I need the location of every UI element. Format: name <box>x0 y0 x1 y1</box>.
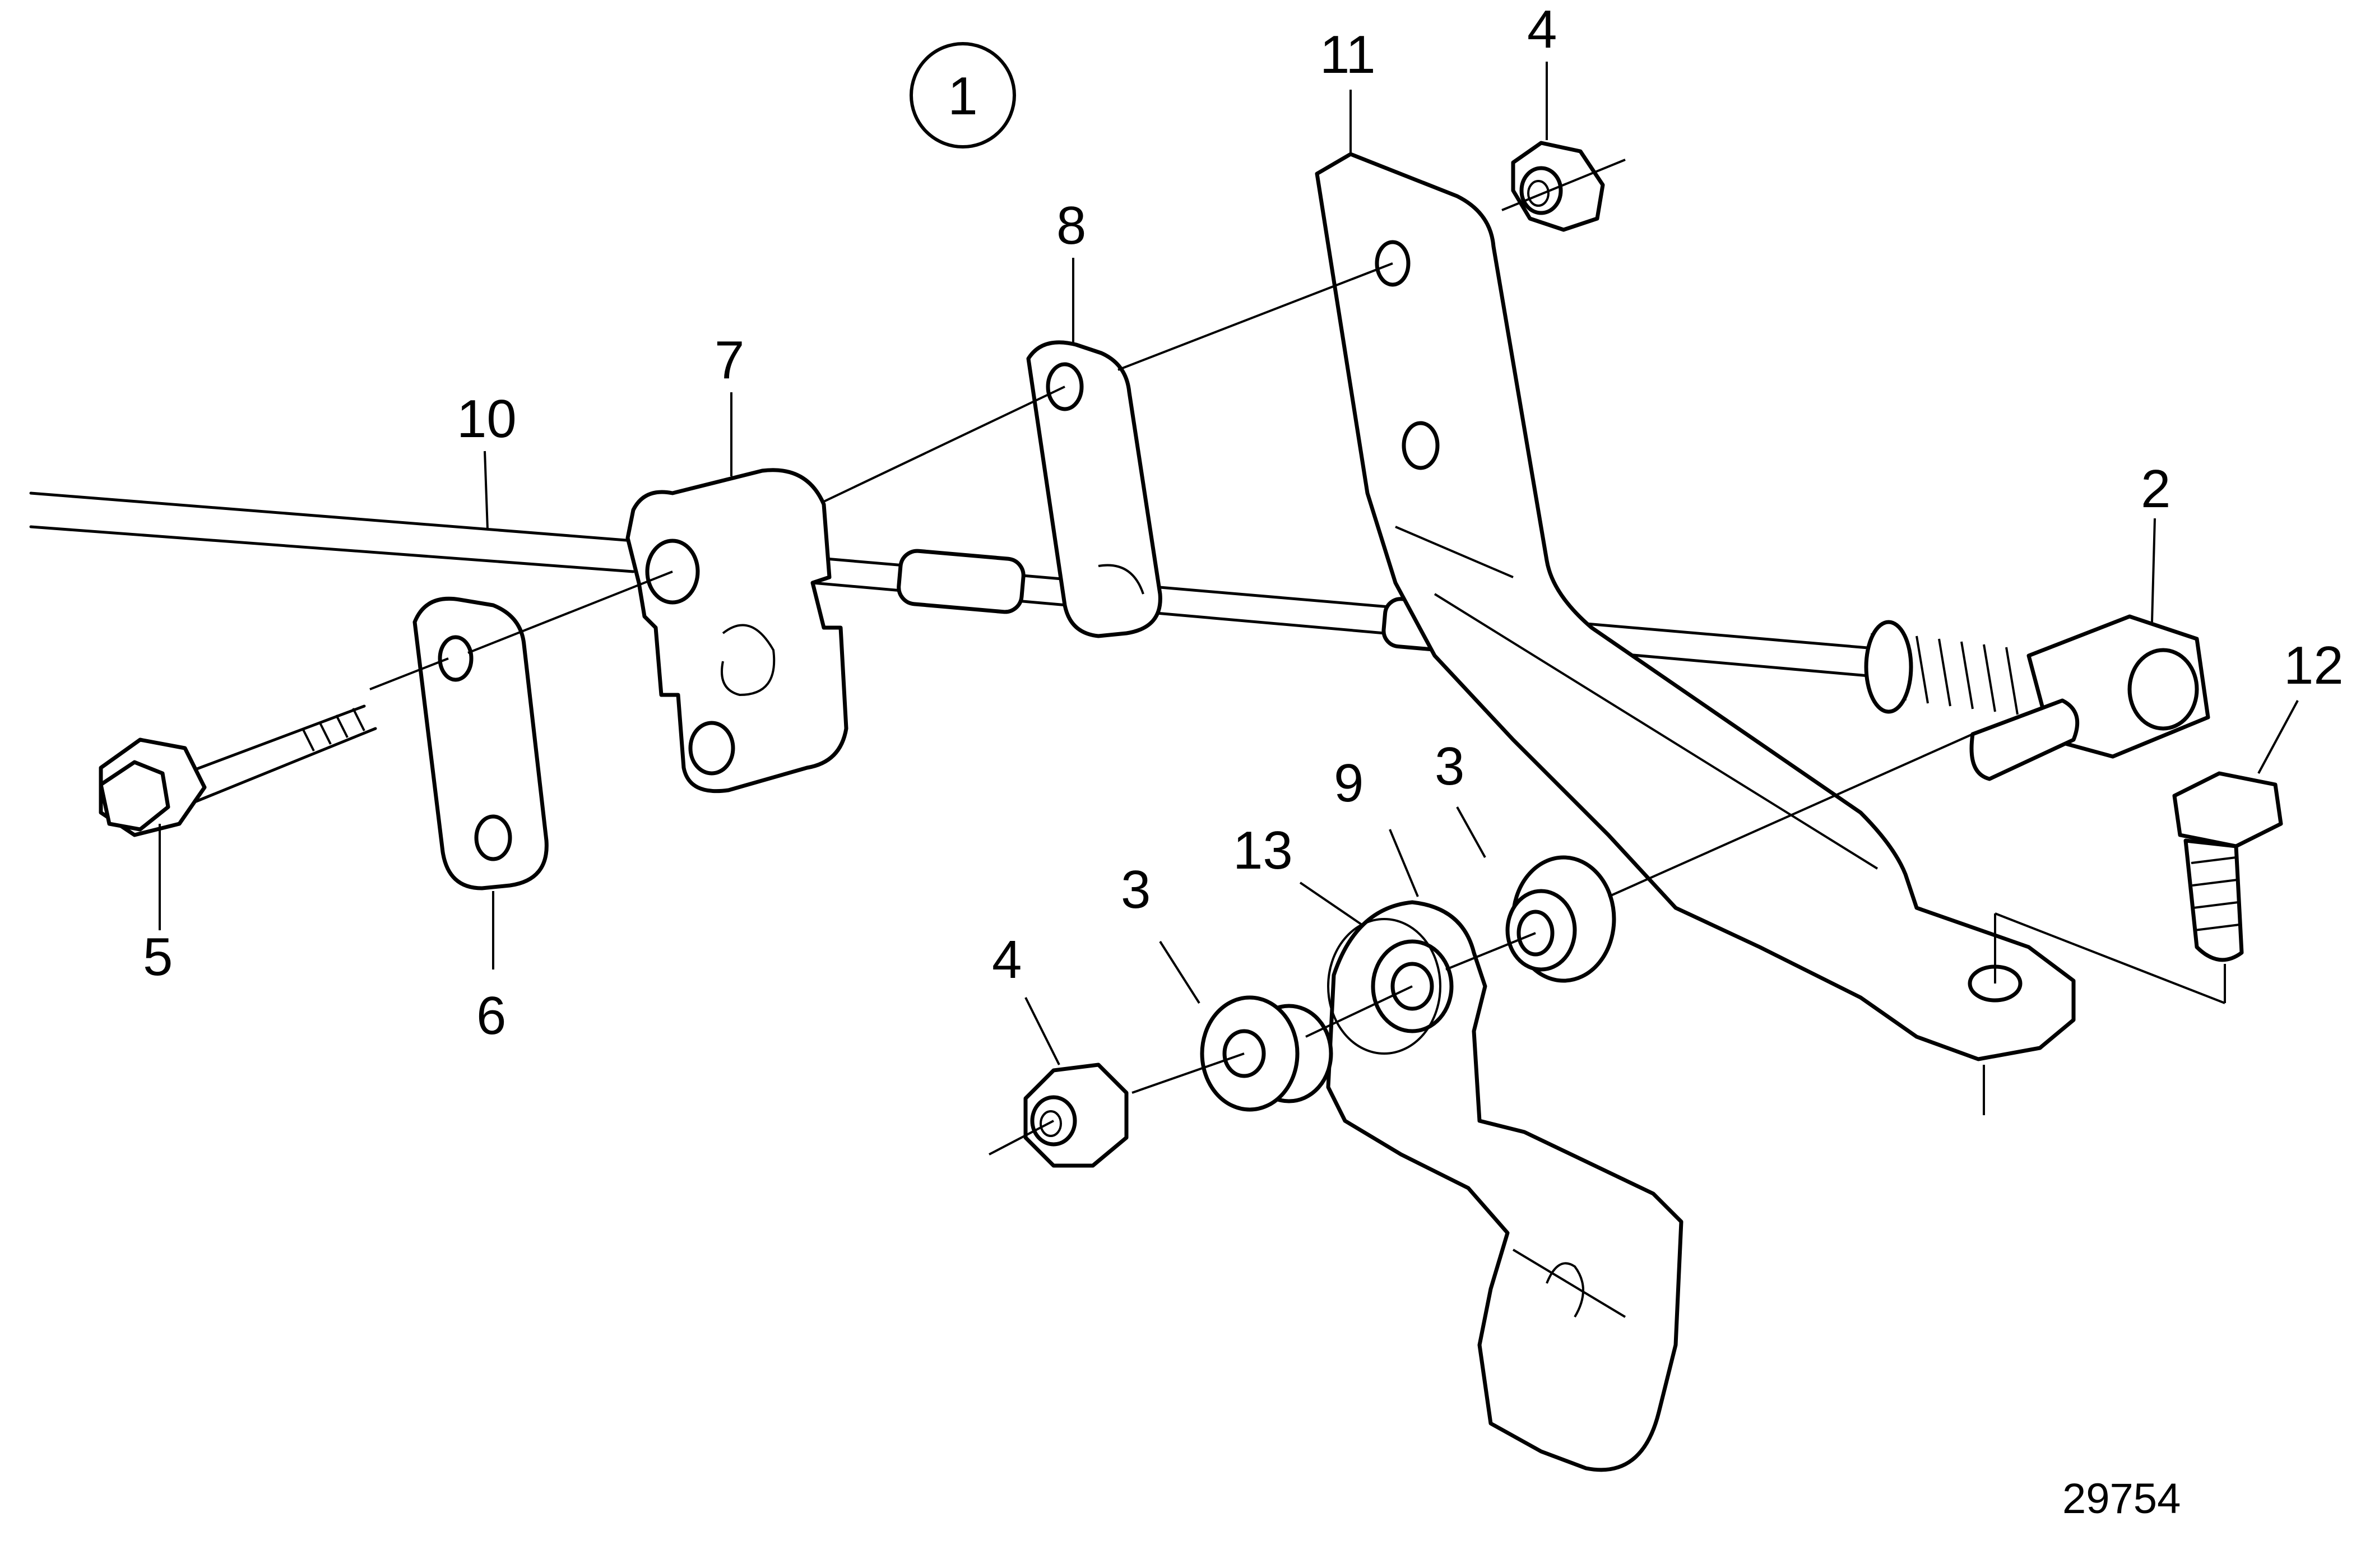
assembly-lines <box>369 159 2226 1156</box>
callout-11: 11 <box>1320 25 1376 85</box>
bracket-9 <box>1326 900 1683 1472</box>
callout-3-lower: 3 <box>1121 860 1151 920</box>
bushing-13 <box>1327 918 1441 1055</box>
figure-reference-code: 29754 <box>2062 1475 2181 1523</box>
leader-lines <box>159 62 2299 1065</box>
link-plate-8 <box>1026 340 1162 638</box>
callout-5: 5 <box>143 927 173 987</box>
callout-4-upper: 4 <box>1527 0 1557 59</box>
bushing-3-lower <box>1200 995 1333 1112</box>
cable-end-2 <box>1864 614 2210 781</box>
bushing-3-upper <box>1505 855 1616 983</box>
bolt-12 <box>2172 771 2283 962</box>
link-plate-6 <box>412 596 549 890</box>
callout-8: 8 <box>1056 196 1086 256</box>
view-number-marker: 1 <box>910 42 1016 149</box>
callout-6: 6 <box>476 986 506 1046</box>
callout-10: 10 <box>457 389 517 449</box>
view-number-text: 1 <box>948 66 977 126</box>
callout-2: 2 <box>2141 459 2170 519</box>
nut-4-lower <box>1023 1063 1129 1168</box>
callout-7: 7 <box>715 330 744 390</box>
callout-13: 13 <box>1233 820 1293 880</box>
callout-12: 12 <box>2284 635 2344 695</box>
callout-3-upper: 3 <box>1435 736 1464 796</box>
callout-labels: 2 3 3 4 4 5 6 7 8 9 10 11 12 13 <box>143 0 2344 1046</box>
callout-4-lower: 4 <box>992 930 1022 990</box>
bolt-5 <box>99 704 377 837</box>
callout-9: 9 <box>1334 753 1363 813</box>
cable-clamp <box>625 468 848 794</box>
bracket-11 <box>1315 152 2076 1061</box>
